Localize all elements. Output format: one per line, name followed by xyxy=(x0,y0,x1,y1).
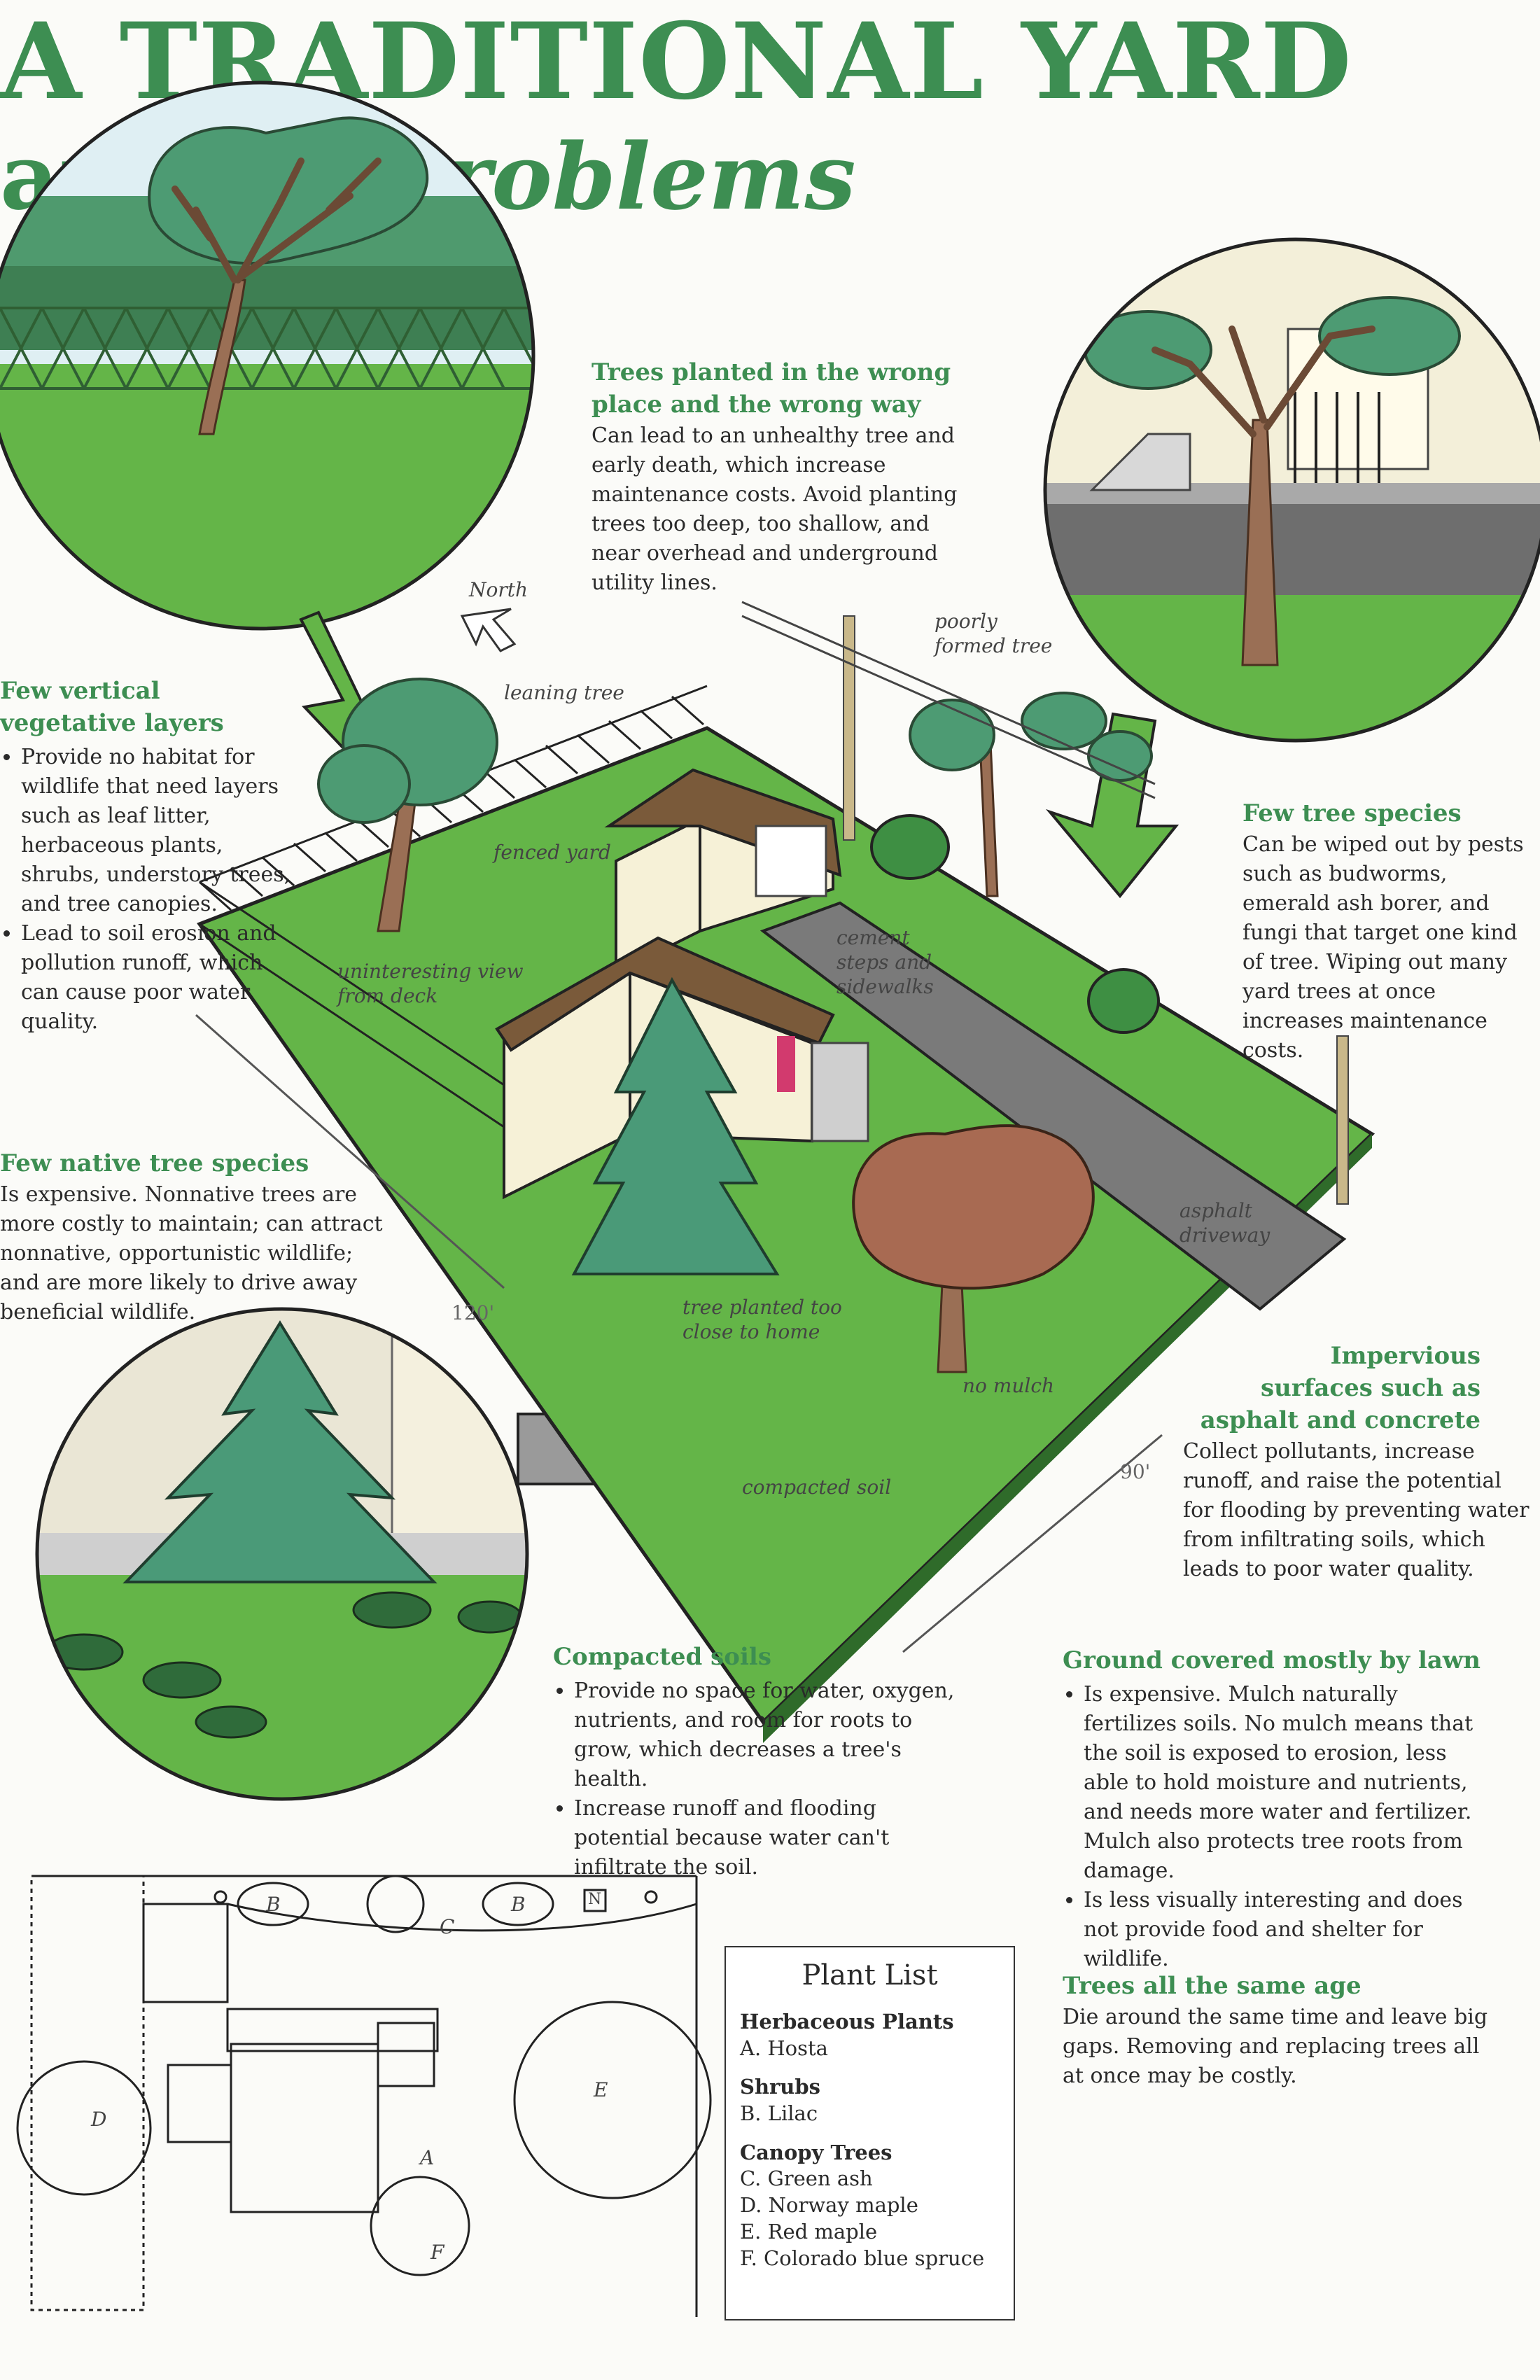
tree-species-heading: Few tree species xyxy=(1242,799,1462,827)
list-item: Is less visually interesting and does no… xyxy=(1084,1886,1497,1974)
plant-list-box: Plant List Herbaceous Plants A. Hosta Sh… xyxy=(724,1946,1015,2320)
native-species-block: Few native tree species Is expensive. No… xyxy=(0,1148,392,1327)
plant-group-heading: Herbaceous Plants xyxy=(740,2010,954,2033)
list-item: Provide no habitat for wildlife that nee… xyxy=(21,743,294,919)
lawn-list: Is expensive. Mulch naturally fertilizes… xyxy=(1063,1680,1497,1974)
trees-wrong-place-heading-1: Trees planted in the wrong xyxy=(592,358,951,386)
main-yard xyxy=(195,601,1376,1743)
plan-letter-b: B xyxy=(511,1893,526,1916)
cement-line-2: steps and xyxy=(836,951,932,974)
vertical-layers-block: Few vertical vegetative layers Provide n… xyxy=(0,676,294,1037)
site-plan xyxy=(16,1875,712,2317)
trees-wrong-place-block: Trees planted in the wrong place and the… xyxy=(592,357,969,598)
native-species-body: Is expensive. Nonnative trees are more c… xyxy=(0,1182,383,1324)
leaning-tree-inset xyxy=(0,80,536,773)
impervious-block: Impervious surfaces such as asphalt and … xyxy=(1183,1340,1533,1584)
leaning-tree-label: leaning tree xyxy=(504,681,624,704)
view-line-2: from deck xyxy=(337,984,438,1007)
impervious-heading-1: Impervious xyxy=(1330,1342,1480,1370)
plant-item: D. Norway maple xyxy=(740,2193,918,2218)
plant-item: C. Green ash xyxy=(740,2166,873,2191)
same-age-heading: Trees all the same age xyxy=(1063,1972,1362,2000)
plan-letter-c: C xyxy=(440,1915,455,1938)
vertical-layers-heading-2: vegetative layers xyxy=(0,708,224,737)
trees-wrong-place-body: Can lead to an unhealthy tree and early … xyxy=(592,423,958,595)
plant-group-heading: Canopy Trees xyxy=(740,2140,892,2164)
native-species-heading: Few native tree species xyxy=(0,1149,309,1177)
tree-close-line-1: tree planted too xyxy=(682,1296,842,1319)
impervious-body: Collect pollutants, increase runoff, and… xyxy=(1183,1438,1530,1581)
vertical-layers-list: Provide no habitat for wildlife that nee… xyxy=(0,743,294,1037)
compacted-heading: Compacted soils xyxy=(553,1643,771,1671)
impervious-heading-3: asphalt and concrete xyxy=(1200,1406,1480,1434)
compacted-block: Compacted soils Provide no space for wat… xyxy=(553,1642,959,1882)
poorly-formed-line-1: poorly xyxy=(934,610,997,633)
poorly-formed-tree-inset xyxy=(1043,237,1540,899)
dimension-90-label: 90' xyxy=(1120,1460,1151,1483)
plant-list-title: Plant List xyxy=(802,1959,938,1991)
fenced-yard-label: fenced yard xyxy=(493,841,611,864)
plan-letter-f: F xyxy=(430,2241,444,2264)
plant-item: F. Colorado blue spruce xyxy=(740,2246,985,2270)
plan-letter-b: B xyxy=(266,1893,281,1916)
lawn-block: Ground covered mostly by lawn Is expensi… xyxy=(1063,1645,1497,1974)
vertical-layers-heading-1: Few vertical xyxy=(0,677,160,705)
view-line-1: uninteresting view xyxy=(337,960,524,983)
asphalt-line-2: driveway xyxy=(1180,1224,1270,1247)
compacted-soil-label: compacted soil xyxy=(742,1476,892,1499)
plant-item: B. Lilac xyxy=(740,2101,818,2126)
tree-close-line-2: close to home xyxy=(682,1320,820,1343)
dimension-120-label: 120' xyxy=(451,1301,495,1324)
plant-item: A. Hosta xyxy=(740,2036,828,2060)
plant-group-heading: Shrubs xyxy=(740,2075,820,2099)
plan-letter-d: D xyxy=(91,2108,107,2131)
cement-line-3: sidewalks xyxy=(836,975,934,998)
list-item: Is expensive. Mulch naturally fertilizes… xyxy=(1084,1680,1497,1886)
same-age-block: Trees all the same age Die around the sa… xyxy=(1063,1970,1497,2091)
cement-line-1: cement xyxy=(836,926,910,949)
list-item: Provide no space for water, oxygen, nutr… xyxy=(574,1676,959,1794)
poorly-formed-line-2: formed tree xyxy=(934,634,1053,657)
lawn-heading: Ground covered mostly by lawn xyxy=(1063,1646,1480,1674)
plant-item: E. Red maple xyxy=(740,2219,878,2244)
compacted-list: Provide no space for water, oxygen, nutr… xyxy=(553,1676,959,1882)
plan-letter-n: N xyxy=(588,1891,602,1908)
same-age-body: Die around the same time and leave big g… xyxy=(1063,2004,1488,2088)
impervious-heading-2: surfaces such as xyxy=(1260,1373,1480,1402)
list-item: Increase runoff and flooding potential b… xyxy=(574,1794,959,1882)
tree-species-body: Can be wiped out by pests such as budwor… xyxy=(1242,832,1524,1063)
no-mulch-label: no mulch xyxy=(962,1374,1055,1397)
list-item: Lead to soil erosion and pollution runof… xyxy=(21,919,294,1037)
plan-letter-a: A xyxy=(420,2146,435,2169)
tree-species-block: Few tree species Can be wiped out by pes… xyxy=(1242,798,1533,1065)
plan-letter-e: E xyxy=(594,2078,608,2101)
trees-wrong-place-heading-2: place and the wrong way xyxy=(592,390,921,419)
north-label: North xyxy=(469,578,528,601)
asphalt-line-1: asphalt xyxy=(1180,1199,1252,1222)
